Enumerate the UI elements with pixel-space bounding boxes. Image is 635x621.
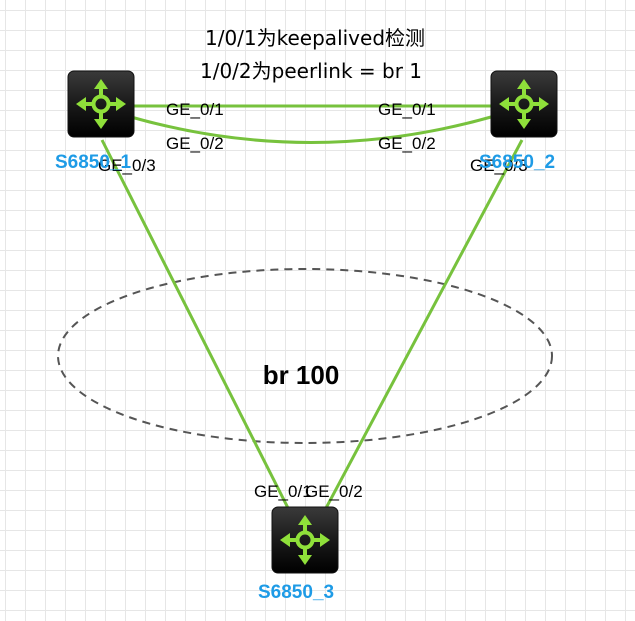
port-label-s2-ge03: GE_0/3 [470, 156, 528, 175]
diagram-title-line-2: 1/0/2为peerlink = br 1 [200, 59, 422, 83]
port-label-s3-ge02: GE_0/2 [305, 482, 363, 501]
device-s6850-1[interactable] [67, 70, 135, 138]
port-label-s2-ge02: GE_0/2 [378, 134, 436, 153]
port-label-s1-ge01: GE_0/1 [166, 100, 224, 119]
port-label-s1-ge02: GE_0/2 [166, 134, 224, 153]
device-s6850-2[interactable] [490, 70, 558, 138]
port-label-s2-ge01: GE_0/1 [378, 100, 436, 119]
device-s6850-3[interactable] [271, 506, 339, 574]
link-s2-s3 [323, 139, 524, 511]
port-label-s1-ge03: GE_0/3 [98, 156, 156, 175]
link-s1-s3 [100, 139, 291, 511]
router-icon [67, 70, 135, 138]
bridge-domain-ellipse [57, 268, 553, 444]
router-icon [271, 506, 339, 574]
device-label-s6850-1: S6850_1 [55, 152, 132, 173]
diagram-title-line-1: 1/0/1为keepalived检测 [205, 26, 425, 50]
router-icon [490, 70, 558, 138]
link-s1-s2-peerlink [130, 115, 492, 144]
bridge-domain-label: br 100 [263, 360, 340, 390]
device-label-s6850-2: S6850_2 [479, 152, 555, 173]
port-label-s3-ge01: GE_0/1 [254, 482, 312, 501]
device-label-s6850-3: S6850_3 [258, 582, 334, 603]
